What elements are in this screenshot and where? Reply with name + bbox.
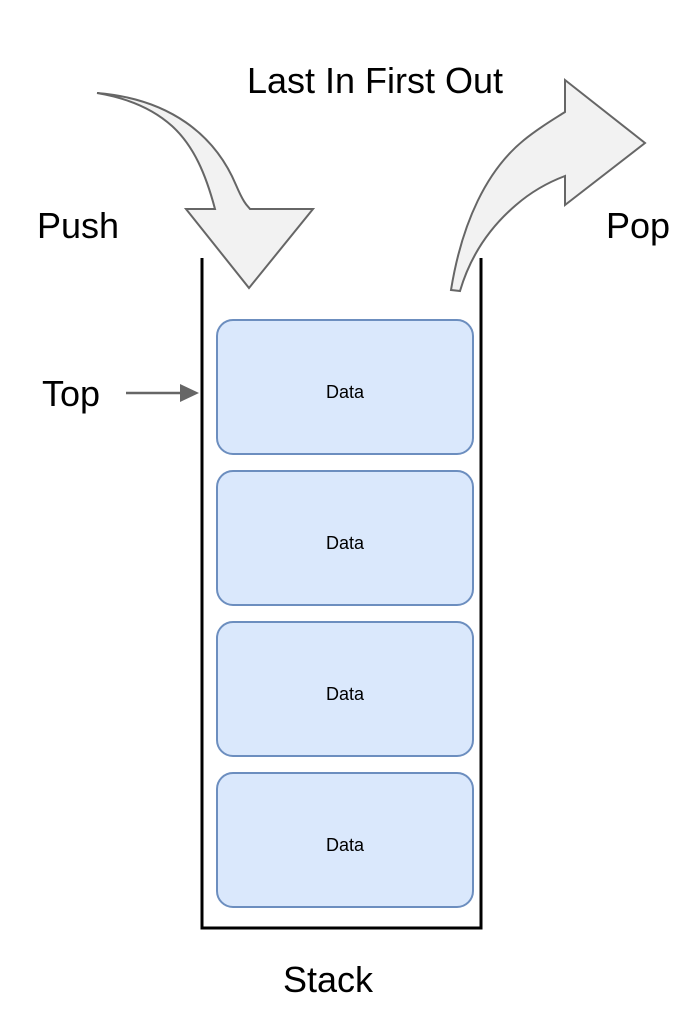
- curved-down-arrow-icon: [96, 92, 316, 290]
- stack-item-box[interactable]: [216, 319, 474, 455]
- stack-item-box[interactable]: [216, 621, 474, 757]
- stack-item-box[interactable]: [216, 470, 474, 606]
- stack-container: [200, 258, 483, 930]
- stack-item-label: Data: [326, 382, 365, 402]
- stack-walls: [200, 258, 483, 930]
- stack-item-label: Data: [326, 835, 365, 855]
- top-pointer-group: [126, 384, 199, 402]
- stack-items: Data Data Data Data: [216, 319, 474, 908]
- stack-item-box[interactable]: [216, 772, 474, 908]
- pop-label: Pop: [606, 205, 670, 246]
- right-arrow-icon: [180, 384, 199, 402]
- stack-item-label: Data: [326, 533, 365, 553]
- diagram-title: Last In First Out: [247, 60, 503, 101]
- stack-item-label: Data: [326, 684, 365, 704]
- curved-right-arrow-icon: [449, 77, 647, 293]
- push-arrow-group: [96, 92, 316, 290]
- push-label: Push: [37, 205, 119, 246]
- pop-arrow-group: [449, 77, 647, 293]
- stack-label: Stack: [283, 959, 374, 1000]
- top-label: Top: [42, 373, 100, 414]
